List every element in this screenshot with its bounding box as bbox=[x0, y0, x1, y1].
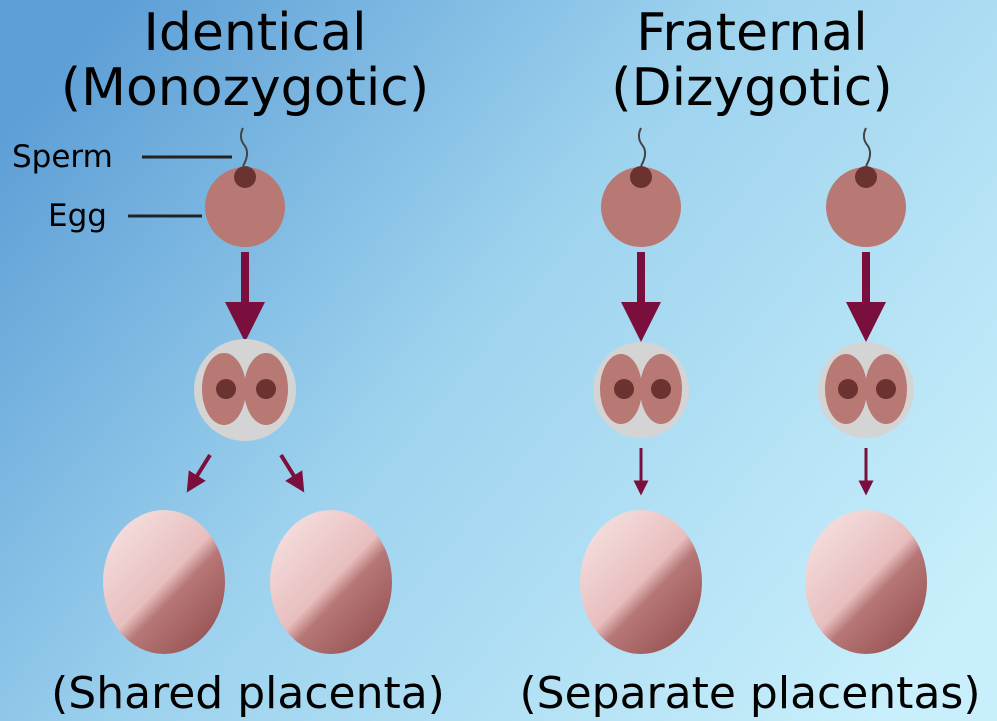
sperm-label: Sperm bbox=[12, 139, 113, 175]
sperm-nucleus bbox=[630, 166, 652, 188]
identical-zygote bbox=[194, 339, 296, 441]
zygote-nucleus-left bbox=[614, 379, 634, 399]
identical-embryo-left bbox=[103, 510, 225, 654]
zygote-nucleus-right bbox=[876, 379, 896, 399]
fraternal-caption: (Separate placentas) bbox=[520, 668, 981, 719]
identical-caption: (Shared placenta) bbox=[51, 668, 445, 719]
fraternal-zygote-b bbox=[818, 342, 914, 438]
zygote-nucleus-left bbox=[838, 379, 858, 399]
identical-subtitle: (Monozygotic) bbox=[61, 58, 429, 118]
identical-title: Identical bbox=[143, 3, 366, 63]
fraternal-title: Fraternal bbox=[636, 3, 868, 63]
zygote-nucleus-right bbox=[651, 379, 671, 399]
fraternal-embryo-a bbox=[580, 510, 702, 654]
fraternal-subtitle: (Dizygotic) bbox=[611, 58, 892, 118]
sperm-nucleus bbox=[855, 166, 877, 188]
fraternal-zygote-a bbox=[593, 342, 689, 438]
identical-embryo-right bbox=[270, 510, 392, 654]
egg-label: Egg bbox=[48, 198, 107, 234]
sperm-nucleus bbox=[234, 166, 256, 188]
zygote-nucleus-right bbox=[256, 379, 276, 399]
zygote-nucleus-left bbox=[216, 379, 236, 399]
fraternal-embryo-b bbox=[805, 510, 927, 654]
